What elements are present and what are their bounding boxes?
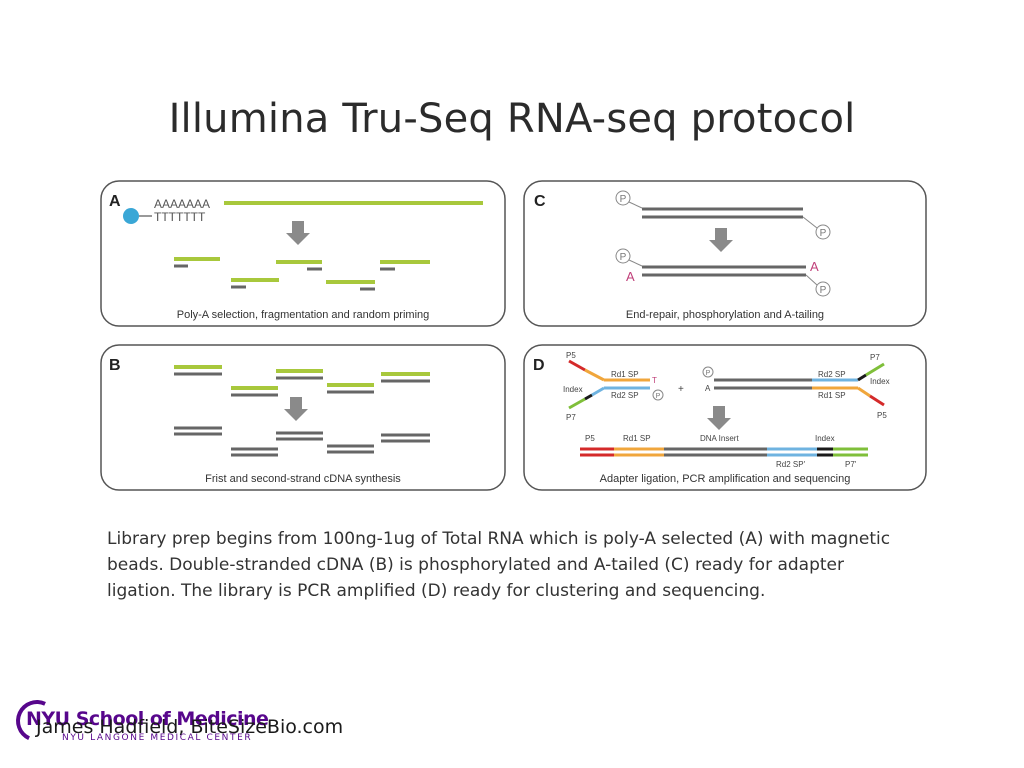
a-tail-label: A xyxy=(810,259,819,274)
phosphate-label: P xyxy=(706,370,711,377)
panel-b-letter: B xyxy=(109,357,121,374)
panel-d-letter: D xyxy=(533,357,545,374)
poly-a-label: AAAAAAA xyxy=(154,197,210,211)
panel-d: D P5 Rd1 SP T Index Rd2 SP P P7 + P A xyxy=(523,344,927,491)
rd1sp-label: Rd1 SP xyxy=(623,434,651,443)
phosphate-icon xyxy=(615,248,631,264)
panel-d-caption: Adapter ligation, PCR amplification and … xyxy=(600,473,851,485)
a-overhang-label: A xyxy=(705,384,711,393)
t-overhang-label: T xyxy=(652,376,657,385)
slide-title: Illumina Tru-Seq RNA-seq protocol xyxy=(168,96,856,142)
caption-line-3: ligation. The library is PCR amplified (… xyxy=(107,581,766,601)
slide-caption: Library prep begins from 100ng-1ug of To… xyxy=(107,526,927,604)
panel-b-frame xyxy=(100,344,506,491)
p7-segment xyxy=(865,362,885,377)
p7-label: P7 xyxy=(566,413,576,422)
magnetic-bead-icon xyxy=(123,208,139,224)
caption-line-1: Library prep begins from 100ng-1ug of To… xyxy=(107,529,891,549)
logo-subtitle: NYU LANGONE MEDICAL CENTER xyxy=(62,733,253,743)
phosphate-icon xyxy=(702,366,714,378)
dna-insert-label: DNA Insert xyxy=(700,434,739,443)
rd1-segment xyxy=(584,368,605,382)
phosphate-icon xyxy=(815,224,831,240)
index-segment xyxy=(584,393,593,401)
phosphate-label: P xyxy=(620,252,627,263)
rd2sp-label: Rd2 SP xyxy=(818,370,846,379)
rd1sp-label: Rd1 SP xyxy=(611,370,639,379)
rd2-segment xyxy=(591,386,605,397)
insert-with-right-adapter: P A Rd2 SP Rd1 SP P7 Index P5 xyxy=(702,353,890,420)
logo-brand: NYU School of Medicine xyxy=(26,708,269,730)
p7-label: P7 xyxy=(870,353,880,362)
ds-cdna-fragments xyxy=(174,426,430,457)
rd2sp-prime-label: Rd2 SP' xyxy=(776,460,806,469)
panel-c-caption: End-repair, phosphorylation and A-tailin… xyxy=(626,309,824,321)
rna-fragments xyxy=(174,257,430,291)
phosphate-label: P xyxy=(820,285,827,296)
panel-b: B Frist and second-strand cDNA xyxy=(100,344,506,491)
panel-a-letter: A xyxy=(109,193,121,210)
index-label: Index xyxy=(870,377,890,386)
p5-segment xyxy=(568,359,586,372)
panel-c: C P P P A A P End-repair, phosphorylatio… xyxy=(523,180,927,327)
panel-a-caption: Poly-A selection, fragmentation and rand… xyxy=(177,309,430,321)
p5-label: P5 xyxy=(877,411,887,420)
rd1-segment xyxy=(857,386,871,398)
phosphate-label: P xyxy=(620,194,627,205)
panel-b-caption: Frist and second-strand cDNA synthesis xyxy=(205,473,401,485)
panel-c-frame xyxy=(523,180,927,327)
phosphate-icon xyxy=(615,190,631,206)
poly-t-label: TTTTTTT xyxy=(154,210,206,224)
a-tail-label: A xyxy=(626,269,635,284)
phosphate-linker xyxy=(805,274,818,286)
author-credit: James Hadfield, BiteSizeBio.com xyxy=(36,716,344,738)
panel-a-frame xyxy=(100,180,506,327)
p5-label: P5 xyxy=(585,434,595,443)
rd2sp-label: Rd2 SP xyxy=(611,391,639,400)
index-label: Index xyxy=(563,385,583,394)
panel-c-letter: C xyxy=(534,193,546,210)
p7-prime-label: P7' xyxy=(845,460,857,469)
phosphate-icon xyxy=(815,281,831,297)
phosphate-icon xyxy=(652,389,664,401)
phosphate-label: P xyxy=(656,393,661,400)
left-adapter: P5 Rd1 SP T Index Rd2 SP P P7 xyxy=(563,351,664,422)
p5-label: P5 xyxy=(566,351,576,360)
phosphate-label: P xyxy=(820,228,827,239)
index-label: Index xyxy=(815,434,835,443)
plus-sign: + xyxy=(678,384,684,395)
final-library-fragment: P5 Rd1 SP DNA Insert Index Rd2 SP' P7' xyxy=(580,434,868,469)
p5-segment xyxy=(869,394,885,407)
nyu-logo: NYU School of Medicine NYU LANGONE MEDIC… xyxy=(10,692,269,752)
panel-a: A AAAAAAA TTTTTTT Poly-A selection, frag… xyxy=(100,180,506,327)
p7-segment xyxy=(568,397,586,410)
phosphate-linker xyxy=(802,216,818,229)
phosphate-linker xyxy=(628,259,643,267)
caption-line-2: beads. Double-stranded cDNA (B) is phosp… xyxy=(107,555,845,575)
rd1sp-label: Rd1 SP xyxy=(818,391,846,400)
index-segment xyxy=(857,373,867,382)
phosphate-linker xyxy=(628,201,643,209)
rna-cdna-hybrids xyxy=(174,365,430,397)
